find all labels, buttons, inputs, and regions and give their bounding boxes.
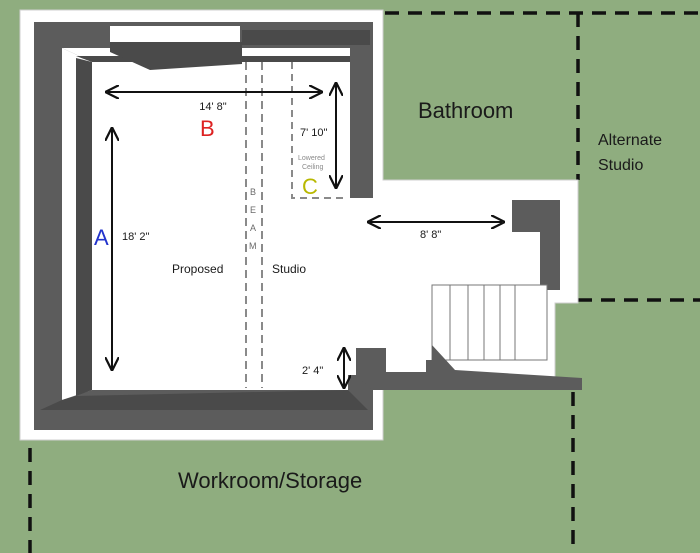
lowered-ceiling-outline [291,62,348,199]
marker-a: A [94,225,109,250]
marker-b: B [200,116,215,141]
window-sill [110,26,240,42]
ceiling-note-line1: Lowered [298,155,325,162]
marker-c: C [302,174,318,199]
wall-bevel-left-dark [76,58,92,396]
room-label-workroom: Workroom/Storage [178,468,362,493]
room-label-studio: Studio [272,262,306,276]
wall-bottom-shade [40,390,368,410]
dim-lowered-label: 7' 10" [300,127,328,139]
beam-letter-a: A [250,223,257,233]
room-label-alternate-line1: Alternate [598,132,662,149]
floor-main [92,62,350,390]
window-recess-left [110,42,242,70]
dim-hall-label: 8' 8" [420,229,441,241]
beam-lines [245,62,263,388]
dimension-arrows [108,85,502,386]
beam-letter-e: E [250,205,257,215]
dim-height-label: 18' 2" [122,231,150,243]
stairs [431,284,548,361]
window-recess-right [242,30,370,45]
beam-letter-b: B [250,187,257,197]
boundary-lines [28,11,700,553]
beam-letter-m: M [249,241,257,251]
landing-wall [356,345,582,390]
dim-landing-label: 2' 4" [302,365,323,377]
landing-step [386,360,426,372]
room-label-alternate-line2: Studio [598,157,643,174]
room-label-proposed: Proposed [172,262,223,276]
room-label-bathroom: Bathroom [418,98,513,123]
hall-wall-right-top [512,200,560,290]
dim-width-label: 14' 8" [199,101,227,113]
hall-wall-right-bevel [510,232,540,290]
ceiling-note-line2: Ceiling [302,164,324,171]
